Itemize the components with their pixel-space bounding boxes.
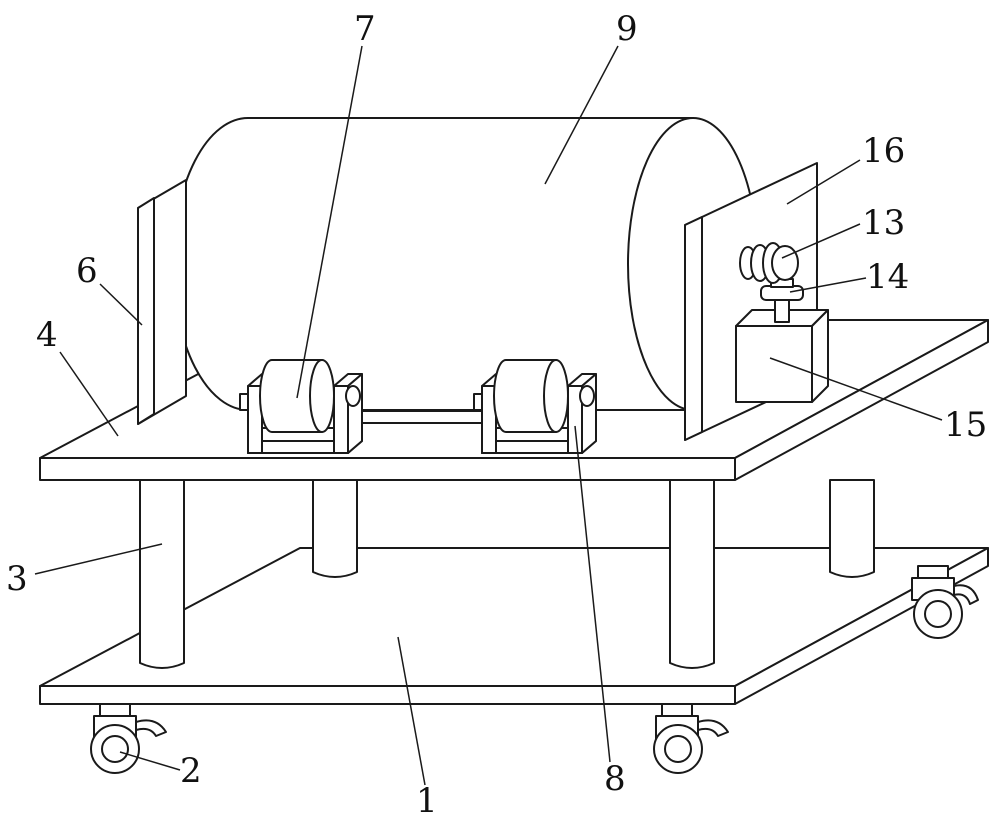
- drive-box: [735, 309, 829, 403]
- callout-13: 13: [862, 203, 905, 243]
- motor: [739, 242, 799, 284]
- callout-8: 8: [604, 759, 626, 799]
- right-roller: [493, 359, 569, 433]
- callout-labels: 1 2 3 4 6 7 8 9 13 14 15 16: [6, 9, 987, 821]
- cylinder-drum: [172, 117, 759, 411]
- callout-9: 9: [616, 9, 638, 49]
- left-roller-bracket: [239, 373, 363, 454]
- callout-15: 15: [944, 405, 987, 445]
- callout-7: 7: [354, 9, 376, 49]
- callout-2: 2: [180, 751, 202, 791]
- callout-16: 16: [862, 131, 905, 171]
- callout-14: 14: [866, 257, 909, 297]
- callout-6: 6: [76, 251, 98, 291]
- callout-3: 3: [6, 559, 28, 599]
- support-columns: [139, 479, 875, 669]
- caster-wheel-front-right: [653, 703, 729, 774]
- roller-shaft: [359, 410, 486, 424]
- left-end-plate: [137, 179, 187, 425]
- caster-wheel-front-left: [90, 703, 167, 774]
- leader-lines: [34, 45, 943, 786]
- callout-4: 4: [36, 315, 58, 355]
- caster-wheel-rear: [911, 565, 979, 639]
- callout-1: 1: [416, 781, 438, 821]
